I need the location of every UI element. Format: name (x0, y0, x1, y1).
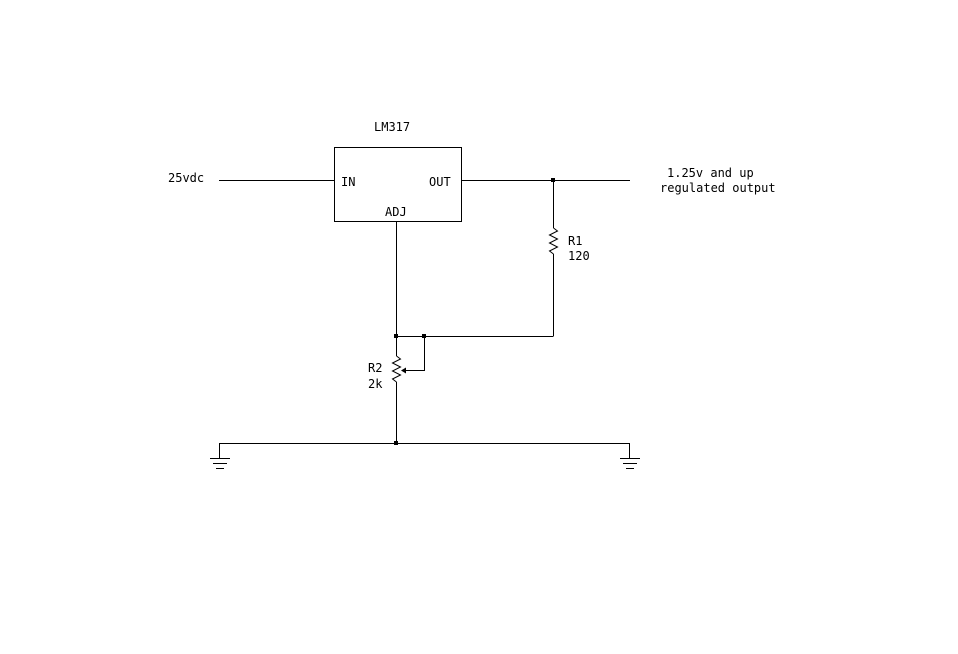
regulator-name-label: LM317 (374, 120, 410, 134)
right-ground-icon (620, 458, 640, 469)
pin-adj-label: ADJ (385, 205, 407, 219)
pin-out-label: OUT (429, 175, 451, 189)
r2-wiper-wire (404, 336, 425, 371)
pin-in-label: IN (341, 175, 355, 189)
r2-potentiometer-symbol (391, 355, 402, 383)
r2-wiper-arrow-icon (401, 367, 406, 374)
regulator-body (334, 147, 462, 222)
output-label-line1: 1.25v and up (667, 166, 754, 180)
r1-resistor-symbol (548, 227, 559, 255)
input-voltage-label: 25vdc (168, 171, 204, 185)
output-label-line2: regulated output (660, 181, 776, 195)
adj-junction (394, 334, 398, 338)
r1-value-label: 120 (568, 249, 590, 263)
r2-value-label: 2k (368, 377, 383, 391)
r1-ref-label: R1 (568, 234, 582, 248)
left-ground-icon (210, 458, 230, 469)
r2-ref-label: R2 (368, 361, 382, 375)
